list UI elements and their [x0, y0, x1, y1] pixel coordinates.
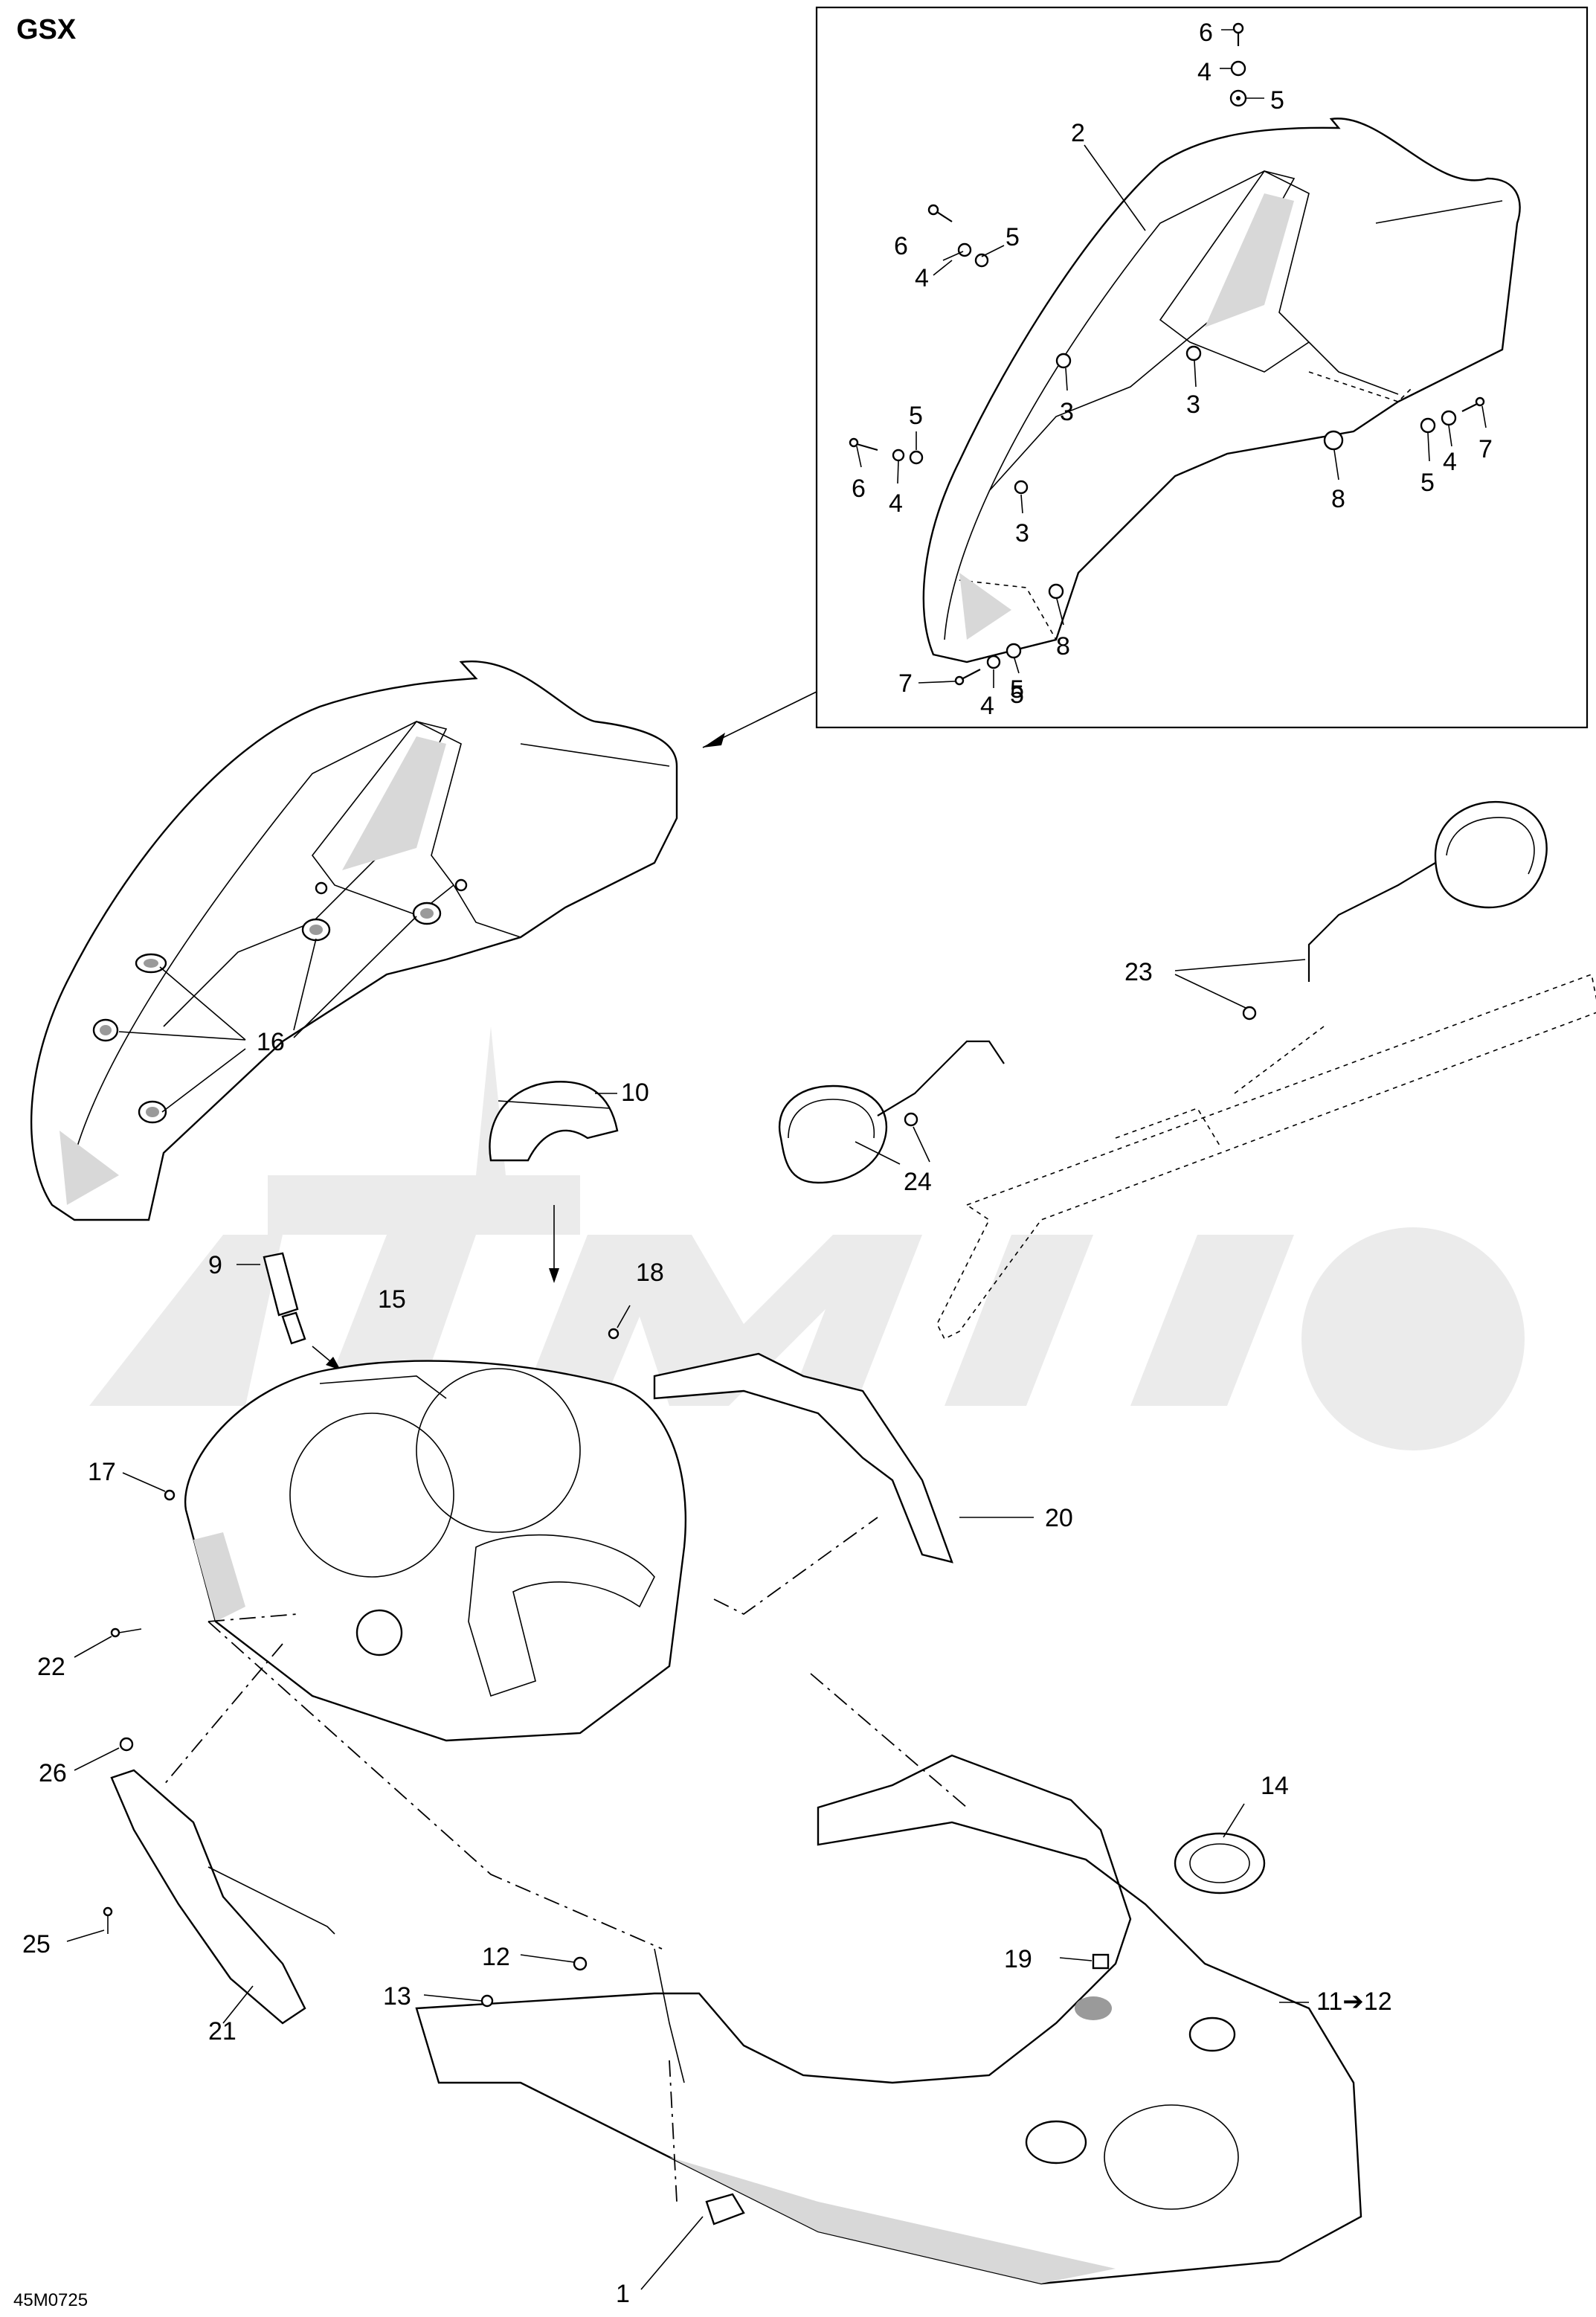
callout-label: 18: [636, 1259, 664, 1287]
callout-label: 7: [1478, 435, 1493, 463]
lower-fasteners: [423, 1953, 1309, 2290]
assembly-lines: [163, 1517, 968, 2202]
callout-label: 4: [1443, 448, 1457, 476]
callout-labels: 6 4 5 2 5 6 4 3 3 5 7 5 4 6 4 3 8 5 8 7 …: [22, 19, 1493, 2308]
bracket-part-20: [653, 1352, 1034, 1564]
callout-label: 3: [1015, 519, 1029, 547]
callout-label: 6: [852, 475, 866, 503]
callout-label: 5: [909, 402, 923, 430]
callout-label: 4: [889, 489, 903, 518]
callout-label: 21: [208, 2017, 236, 2046]
callout-label: 7: [898, 669, 913, 698]
callout-label: 26: [39, 1759, 67, 1787]
callout-label: 12: [482, 1943, 510, 1971]
callout-label: 1: [616, 2280, 630, 2308]
callout-label: 17: [88, 1458, 116, 1486]
callout-label: 14: [1261, 1772, 1289, 1800]
callout-label: 11➔12: [1316, 1987, 1392, 2016]
inset-fasteners: [849, 22, 1485, 686]
callout-label: 2: [1071, 119, 1085, 147]
cap-part-10: [489, 1081, 619, 1283]
callout-label: 5: [1010, 681, 1024, 709]
callout-label: 22: [37, 1653, 65, 1681]
callout-label: 4: [1197, 58, 1212, 86]
callout-label: 10: [621, 1079, 649, 1107]
callout-label: 23: [1124, 958, 1153, 986]
grommet-leaders: [118, 916, 417, 1113]
callout-label: 5: [1005, 223, 1020, 251]
mirror-leaders: [855, 959, 1306, 1165]
callout-label: 15: [378, 1285, 406, 1314]
lamp-part-9: [236, 1252, 341, 1370]
inset-leaders: [856, 29, 1487, 688]
mirror-handlebar: [779, 800, 1596, 1340]
callout-label: 8: [1331, 485, 1345, 513]
callout-label: 3: [1060, 398, 1074, 426]
callout-label: 5: [1420, 469, 1435, 497]
callout-label: 20: [1045, 1504, 1073, 1532]
callout-label: 25: [22, 1930, 51, 1958]
callout-label: 3: [1186, 391, 1200, 419]
drawing-code: 45M0725: [13, 2290, 88, 2310]
cluster-housing-15: [184, 1360, 687, 1742]
callout-label: 6: [894, 232, 908, 260]
inset-arrow-head: [703, 733, 725, 748]
callout-label: 24: [904, 1168, 932, 1196]
center-fasteners: [74, 1305, 631, 1658]
windshield-inset: [922, 118, 1521, 663]
windshield-inset-frame: [815, 6, 1589, 729]
callout-label: 13: [383, 1982, 411, 2011]
lower-body-11: [415, 1754, 1362, 2285]
callout-label: 6: [1199, 19, 1213, 47]
callout-label: 4: [980, 692, 994, 720]
windshield-main: [30, 660, 678, 1221]
ring-part-14: [1174, 1803, 1266, 1895]
side-panel-21: [66, 1737, 335, 2025]
callout-label: 5: [1270, 86, 1284, 115]
callout-label: 4: [915, 264, 929, 292]
model-title: GSX: [16, 14, 77, 45]
callout-label: 8: [1056, 632, 1070, 661]
callout-label: 5: [1010, 675, 1024, 704]
callout-label: 16: [257, 1028, 285, 1056]
callout-label: 9: [208, 1251, 222, 1279]
callout-label: 19: [1004, 1945, 1032, 1973]
